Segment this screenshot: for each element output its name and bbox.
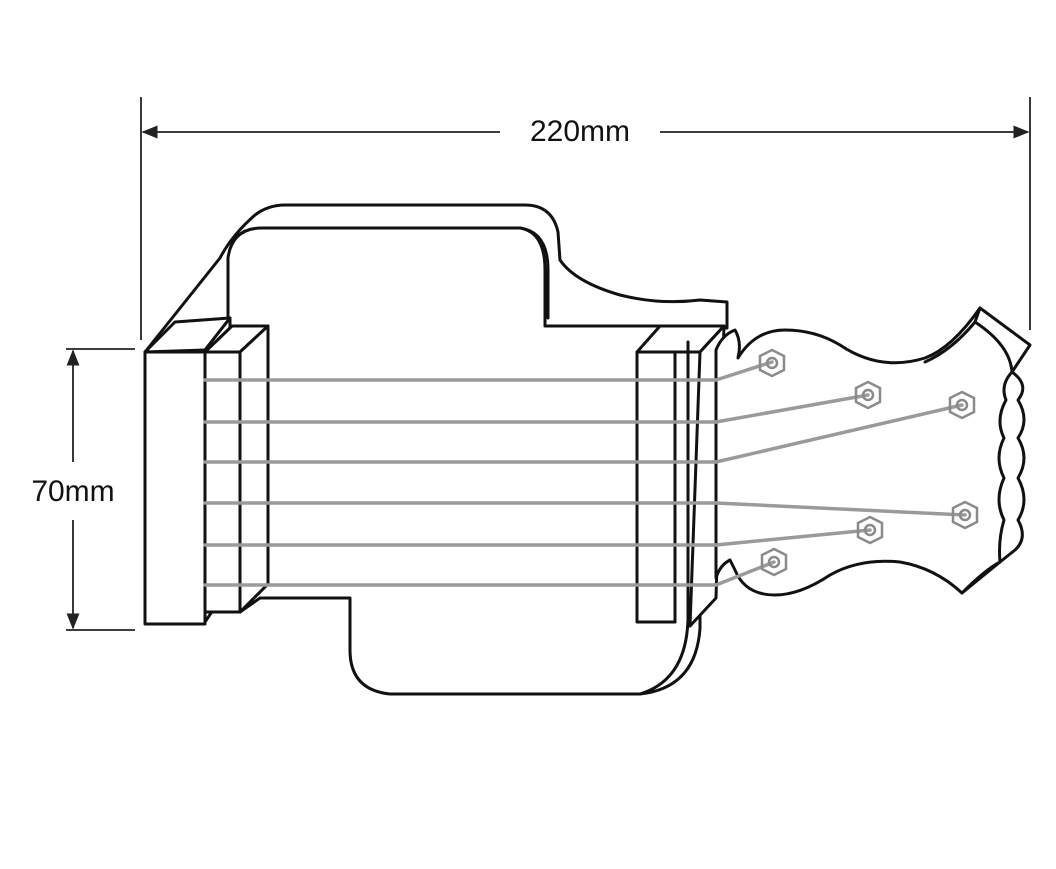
right-bridge-front (635, 350, 677, 624)
height-label: 70mm (31, 475, 114, 508)
string-1-to-peg (714, 360, 774, 382)
string-6-to-peg (714, 560, 776, 587)
width-label: 220mm (530, 115, 630, 148)
left-bridge-front (203, 350, 242, 614)
headstock-outline (714, 306, 1032, 597)
body-bottom-edge (638, 618, 690, 696)
left-bridge-side (238, 324, 270, 614)
string-4-to-peg (714, 501, 967, 517)
tuning-peg-2-icon (854, 380, 882, 410)
tuning-peg-4-icon (951, 500, 979, 530)
string-3-to-peg (714, 403, 964, 464)
width-dimension: 220mm (140, 97, 1031, 340)
string-5-to-peg (714, 528, 872, 547)
tuning-peg-1-icon (758, 348, 786, 378)
tuning-peg-3-icon (948, 390, 976, 420)
headstock-inner-top (923, 320, 977, 364)
height-dimension: 70mm (31, 348, 135, 631)
left-bridge (203, 324, 270, 614)
tuning-peg-6-icon (760, 547, 788, 577)
tailpiece-front (143, 350, 207, 626)
tuning-peg-5-icon (856, 515, 884, 545)
headstock-wavy-edge (960, 370, 1014, 595)
headstock (714, 306, 1032, 597)
strings (203, 360, 967, 587)
string-2-to-peg (714, 393, 870, 424)
tuning-pegs (758, 348, 979, 577)
